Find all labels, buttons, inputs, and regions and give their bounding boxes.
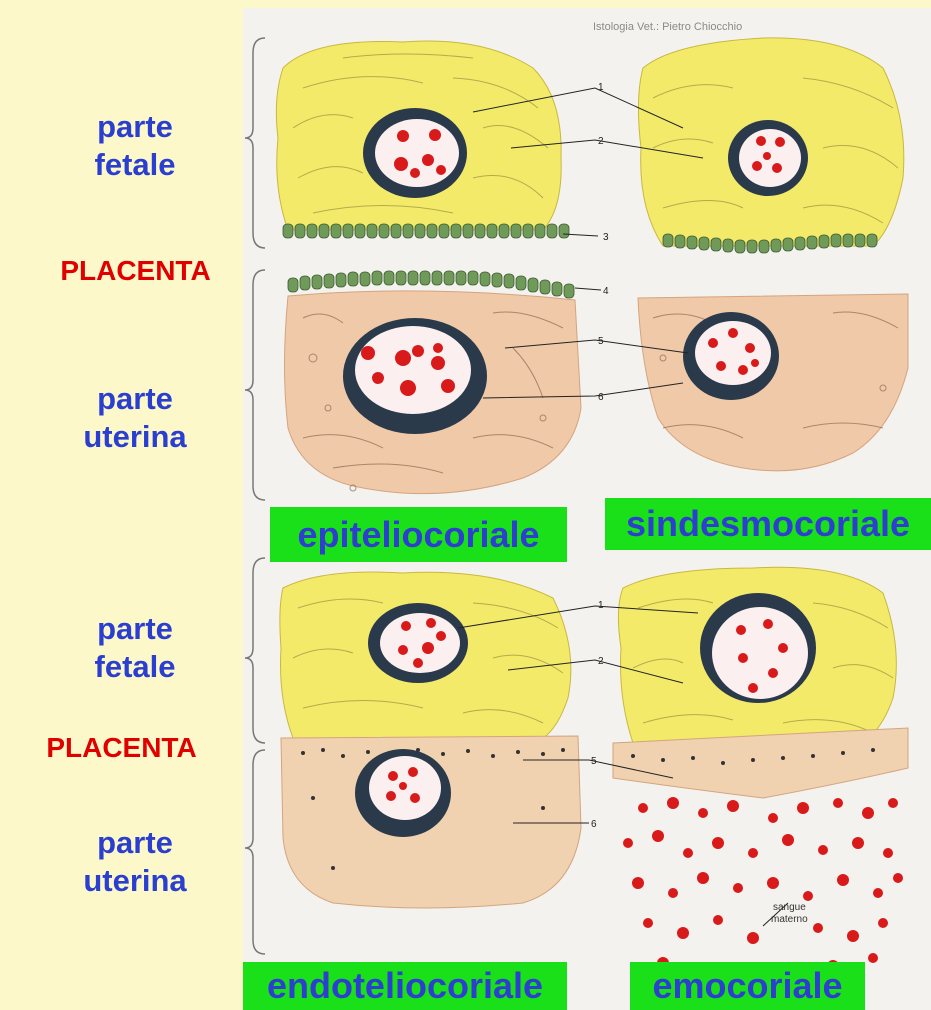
maternal-blood-label-line2: materno <box>771 914 808 925</box>
bottom-placenta-label: PLACENTA <box>0 732 243 764</box>
figure-number-1a: 1 <box>598 82 604 93</box>
figure-number-2b: 2 <box>598 656 604 667</box>
figure-number-5a: 5 <box>598 336 604 347</box>
top-fetal-label: parte fetale <box>80 108 190 184</box>
bottom-fetal-label-line2: fetale <box>80 648 190 686</box>
bottom-uterine-label-line2: uterina <box>65 862 205 900</box>
top-fetal-label-line2: fetale <box>80 146 190 184</box>
bottom-uterine-label: parte uterina <box>65 824 205 900</box>
title-emocoriale: emocoriale <box>630 962 865 1010</box>
top-uterine-label-line1: parte <box>65 380 205 418</box>
figure-number-6a: 6 <box>598 392 604 403</box>
bottom-fetal-label: parte fetale <box>80 610 190 686</box>
top-uterine-label: parte uterina <box>65 380 205 456</box>
figure-number-3: 3 <box>603 232 609 243</box>
figure-number-2a: 2 <box>598 136 604 147</box>
figure-header-text: Istologia Vet.: Pietro Chiocchio <box>593 21 742 33</box>
title-endoteliocoriale: endoteliocoriale <box>243 962 567 1010</box>
top-uterine-label-line2: uterina <box>65 418 205 456</box>
panel1-uterine-capillary-lumen <box>355 326 471 414</box>
top-fetal-label-line1: parte <box>80 108 190 146</box>
figure-number-4: 4 <box>603 286 609 297</box>
panel4-capillary-lumen <box>712 607 808 699</box>
figure-number-6b: 6 <box>591 819 597 830</box>
top-placenta-label: PLACENTA <box>28 255 243 287</box>
figure-number-5b: 5 <box>591 756 597 767</box>
title-epiteliocoriale: epiteliocoriale <box>270 507 567 562</box>
figure-number-1b: 1 <box>598 600 604 611</box>
bottom-uterine-label-line1: parte <box>65 824 205 862</box>
bottom-fetal-label-line1: parte <box>80 610 190 648</box>
maternal-blood-label-line1: sangue <box>773 902 806 913</box>
title-sindesmocoriale: sindesmocoriale <box>605 498 931 550</box>
panel-endoteliocoriale <box>280 572 581 908</box>
